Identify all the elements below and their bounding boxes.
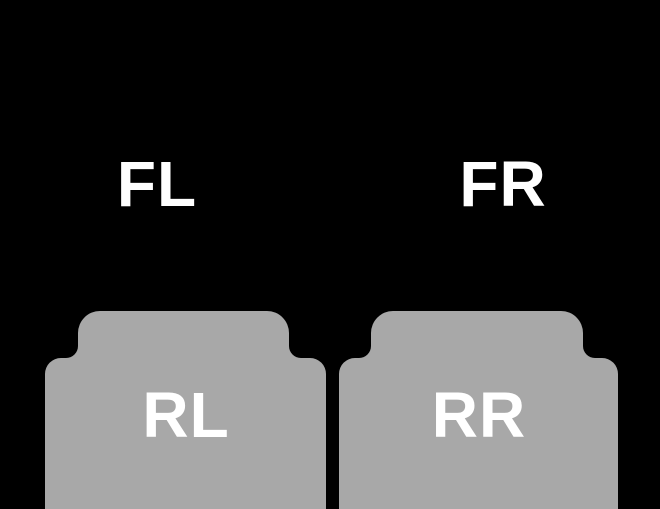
front-right-mat-label: FR [459,148,547,220]
rear-left-mat-shape [45,311,326,509]
rear-left-mat-label: RL [142,379,230,451]
rear-right-mat-shape [339,311,618,509]
front-left-mat-label: FL [116,148,198,220]
rear-right-mat-label: RR [431,379,527,451]
